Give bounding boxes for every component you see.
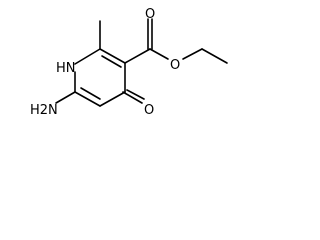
bond-ch2-ch3 bbox=[201, 48, 228, 64]
chemical-structure: HN O O O H2N bbox=[30, 7, 228, 118]
atom-nh: HN bbox=[56, 61, 76, 76]
bond-c5-c6-inner bbox=[80, 87, 101, 100]
bond-c-oester bbox=[149, 48, 169, 60]
bond-oester-ch2 bbox=[182, 48, 203, 60]
bond-c2-c3 bbox=[99, 48, 126, 64]
atom-o-ring: O bbox=[144, 103, 154, 118]
bond-c3-ester bbox=[124, 48, 151, 64]
bond-c6-amino bbox=[55, 91, 76, 104]
atom-o-ester: O bbox=[170, 58, 180, 73]
bond-c2-c3-inner bbox=[101, 55, 122, 68]
bond-c5-c6 bbox=[74, 91, 101, 107]
bond-ring-carbonyl-1 bbox=[122, 91, 143, 104]
bond-n1-c2 bbox=[74, 48, 101, 65]
bond-ring-carbonyl-2 bbox=[126, 89, 145, 100]
bond-c4-c5 bbox=[99, 91, 126, 107]
atom-amino: H2N bbox=[30, 103, 58, 118]
atom-o-carbonyl: O bbox=[145, 7, 155, 22]
